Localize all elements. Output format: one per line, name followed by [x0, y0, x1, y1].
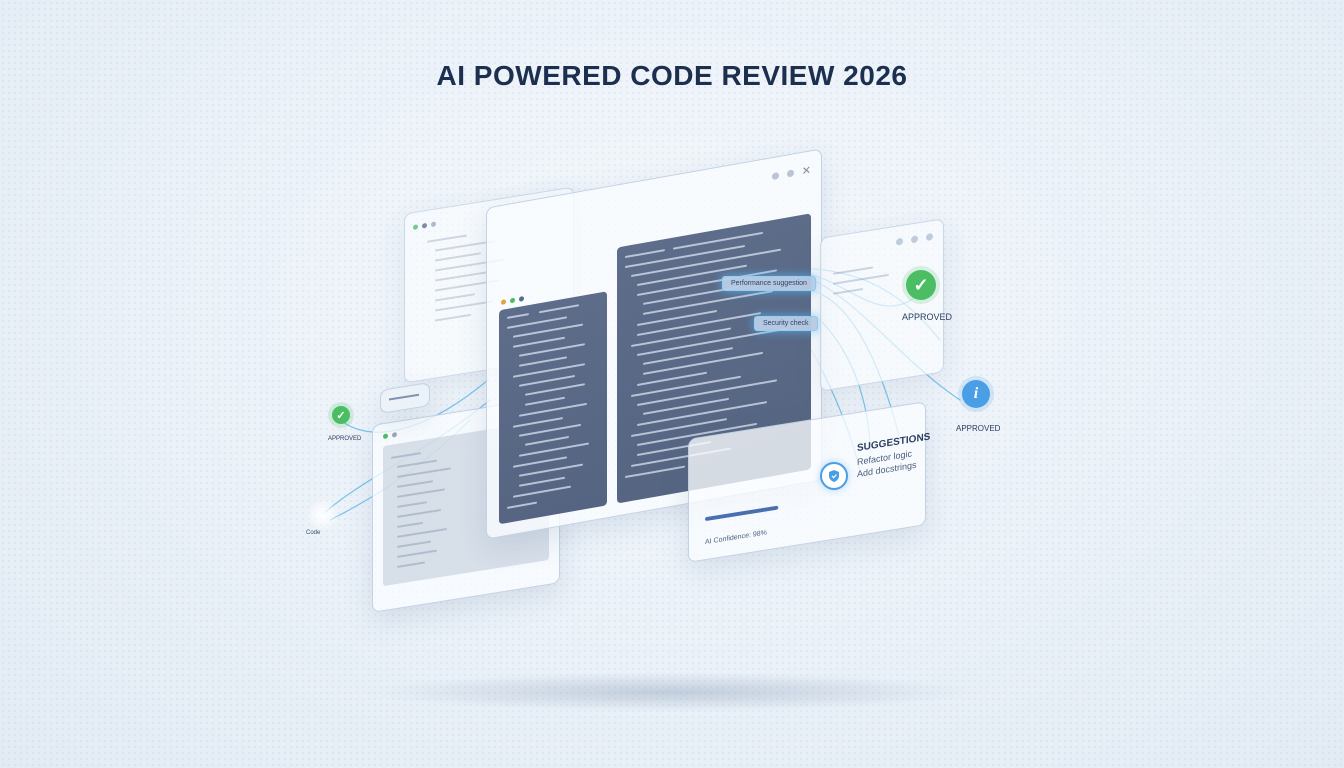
window-controls: ✕: [771, 163, 811, 183]
approved-label-secondary: APPROVED: [956, 424, 1001, 433]
security-check-tag[interactable]: Security check: [754, 316, 818, 331]
check-icon: ✓: [332, 406, 350, 424]
window-dots: [383, 431, 397, 440]
check-icon: ✓: [906, 270, 936, 300]
approval-window: [820, 218, 944, 392]
minimize-control[interactable]: [771, 171, 779, 181]
confidence-progress-fill: [705, 505, 778, 522]
approved-label-left: APPROVED: [328, 436, 362, 442]
approved-label: APPROVED: [902, 312, 953, 322]
shield-icon: [820, 462, 848, 490]
confidence-label: AI Confidence: 98%: [705, 529, 767, 547]
page-title: AI POWERED CODE REVIEW 2026: [436, 60, 908, 91]
floor-shadow: [360, 672, 980, 712]
performance-suggestion-tag[interactable]: Performance suggestion: [722, 276, 816, 291]
maximize-control[interactable]: [786, 169, 794, 178]
glow-node: [306, 498, 340, 532]
close-icon[interactable]: ✕: [801, 164, 811, 178]
info-icon: i: [962, 380, 990, 408]
code-pane-original: [499, 291, 607, 525]
glow-node-label: Code: [306, 530, 321, 536]
window-dots: [413, 221, 436, 231]
window-dots: [501, 295, 524, 305]
confidence-progress-bar: [705, 505, 779, 522]
shield-icon-glyph: [829, 470, 839, 482]
window-controls: [896, 232, 933, 246]
